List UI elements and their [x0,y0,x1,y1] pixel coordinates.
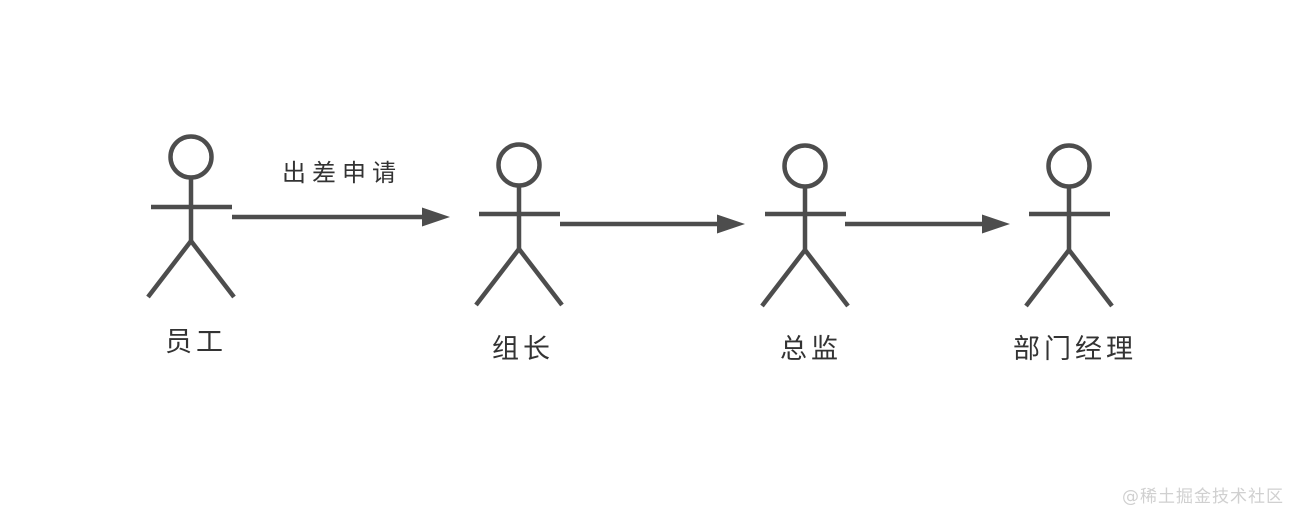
watermark-text: @稀土掘金技术社区 [1122,487,1284,507]
stick-figure-team-leader-icon [474,142,564,307]
actor-label-department-manager: 部门经理 [1013,334,1137,365]
arrow-director-to-department-manager [845,214,1010,234]
arrow-team-leader-to-director [560,214,745,234]
stick-figure-director-icon [760,143,850,308]
actor-label-team-leader: 组长 [492,334,554,365]
stick-figure-employee-icon [146,134,236,299]
stick-figure-department-manager-icon [1024,143,1114,308]
flow-label-business-trip-request: 出差申请 [282,159,402,187]
arrow-employee-to-team-leader [232,207,450,227]
actor-label-employee: 员工 [165,327,227,358]
actor-label-director: 总监 [780,334,842,365]
